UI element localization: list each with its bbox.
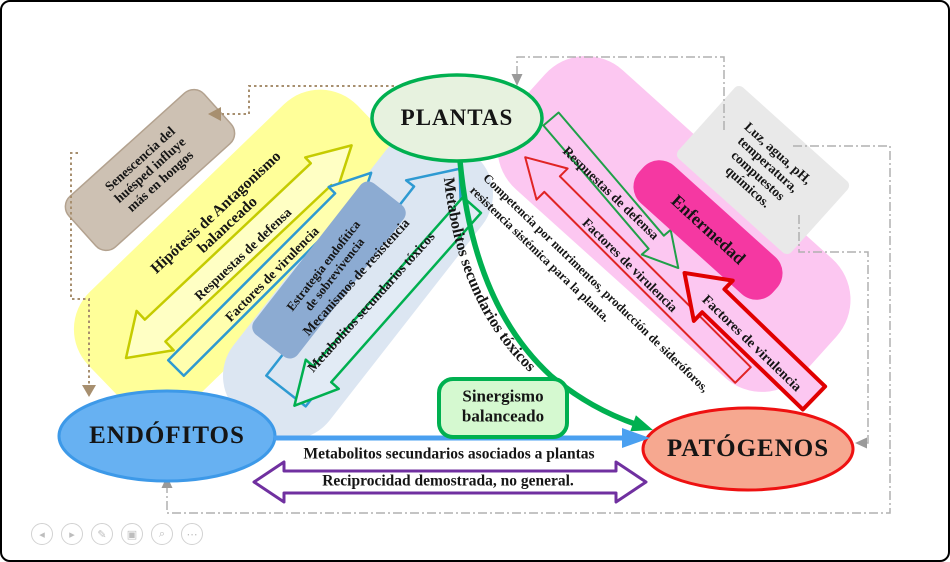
defense-arrow-left <box>124 144 353 360</box>
env-to-plants-arrowhead <box>511 74 523 86</box>
defense-arrow-right-group <box>542 111 680 270</box>
env-to-pathogens-arrowhead <box>855 437 867 449</box>
environment-box <box>676 85 850 255</box>
senescence-connectors <box>70 85 394 384</box>
toxic-metabolites-arrow <box>293 195 483 407</box>
slide-sorter-button[interactable]: ▣ <box>121 523 143 545</box>
prev-slide-button[interactable]: ◂ <box>31 523 53 545</box>
plantas-node <box>370 73 544 163</box>
env-to-pathogens-line <box>798 215 869 444</box>
more-options-button[interactable]: ⋯ <box>181 523 203 545</box>
ellipsis-icon: ⋯ <box>186 527 198 541</box>
senescence-to-endophytes-line <box>70 152 90 384</box>
strategy-box <box>252 181 406 359</box>
env-to-plants-line <box>516 56 725 130</box>
endophytes-arrowhead <box>82 385 96 397</box>
environment-connectors <box>166 56 891 514</box>
virulence-arrow-right <box>524 156 752 384</box>
magnifier-icon: ⌕ <box>158 527 166 540</box>
associated-metabolites-arrowhead <box>622 428 650 448</box>
virulence-arrow-bold-group <box>682 270 828 412</box>
defense-arrow-left-group <box>124 144 353 360</box>
slides-icon: ▣ <box>126 527 138 541</box>
toxic-metabolites-curve <box>457 160 639 428</box>
zoom-button[interactable]: ⌕ <box>151 523 173 545</box>
pen-button[interactable]: ✎ <box>91 523 113 545</box>
env-to-endophytes-line <box>166 145 891 514</box>
pen-icon: ✎ <box>97 527 107 541</box>
next-slide-button[interactable]: ▸ <box>61 523 83 545</box>
endofitos-node <box>57 389 277 483</box>
virulence-arrow-right-group <box>524 156 752 384</box>
defense-arrow-right <box>542 111 680 270</box>
toxic-metabolites-curve-arrowhead <box>630 415 653 432</box>
reciprocity-double-arrow <box>252 460 648 504</box>
presentation-controls: ◂ ▸ ✎ ▣ ⌕ ⋯ <box>31 523 203 545</box>
disease-box <box>633 160 783 300</box>
senescence-arrowhead <box>208 107 221 121</box>
patogenos-node <box>641 406 855 492</box>
synergism-box <box>437 377 569 439</box>
prev-icon: ◂ <box>39 527 45 541</box>
toxic-metabolites-arrow-group <box>293 195 483 407</box>
plants-to-senescence-line <box>222 85 394 115</box>
next-icon: ▸ <box>69 527 75 541</box>
virulence-arrow-bold <box>682 270 828 412</box>
